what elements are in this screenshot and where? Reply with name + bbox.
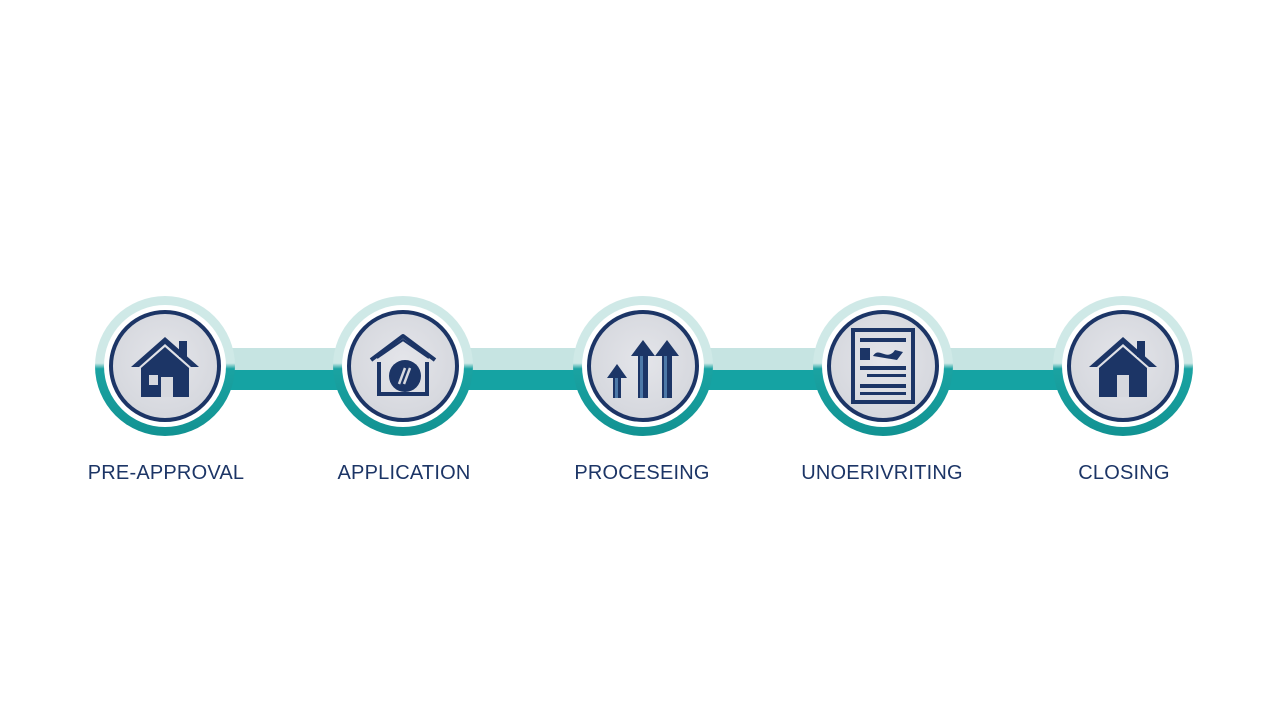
step-label-pre-approval: PRE-APPROVAL: [87, 462, 245, 484]
step-label-underwriting: UNOERIVRITING: [801, 462, 963, 484]
house-pen-icon: [347, 310, 459, 422]
document-icon: [827, 310, 939, 422]
step-processing: [573, 296, 713, 436]
up-arrows-icon: [587, 310, 699, 422]
step-label-application: APPLICATION: [337, 462, 471, 484]
step-underwriting: [813, 296, 953, 436]
step-label-closing: CLOSING: [1078, 462, 1170, 484]
step-closing: [1053, 296, 1193, 436]
step-pre-approval: [95, 296, 235, 436]
house-icon: [1067, 310, 1179, 422]
step-label-processing: PROCESEING: [574, 462, 710, 484]
step-application: [333, 296, 473, 436]
house-icon: [109, 310, 221, 422]
